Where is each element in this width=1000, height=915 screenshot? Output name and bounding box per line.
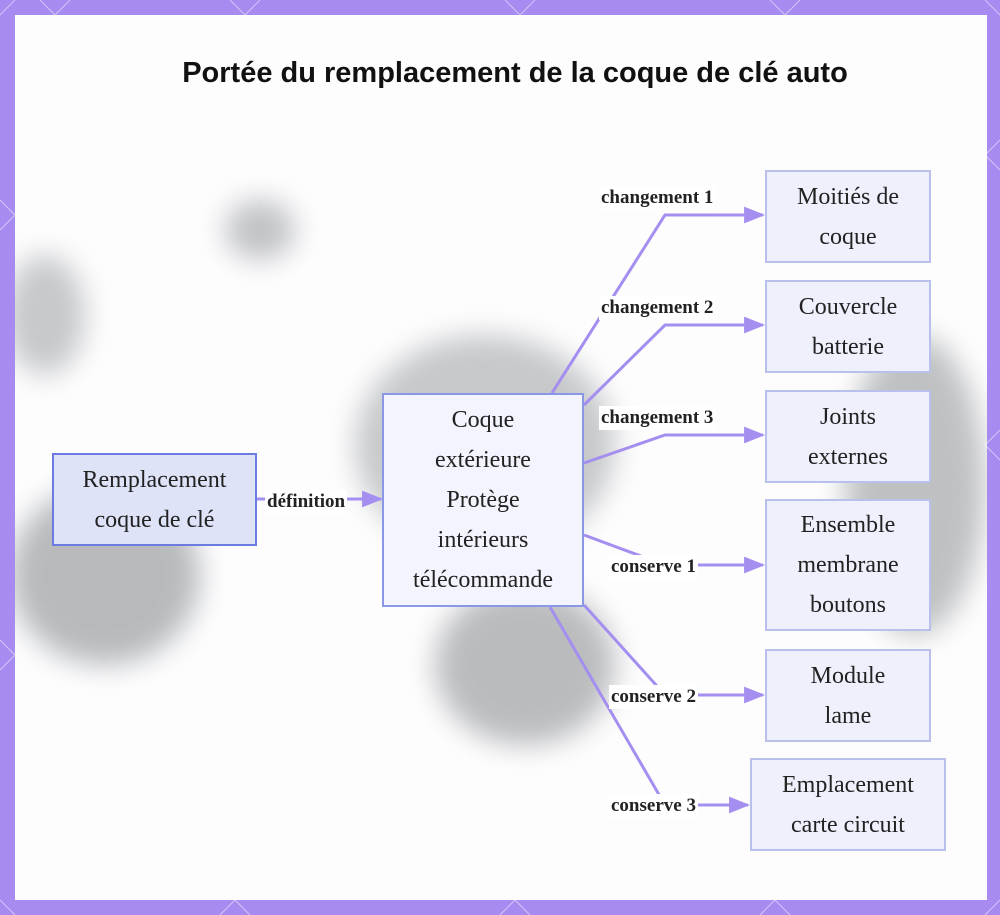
edge-label-keep-2: conserve 2	[609, 685, 698, 709]
node-keep-1-line-1: Ensemble	[800, 512, 896, 538]
node-keep-3-line-2: carte circuit	[791, 811, 905, 838]
diagram-canvas: Portée du remplacement de la coque de cl…	[15, 15, 987, 900]
node-center-line-2: extérieure	[435, 447, 531, 473]
node-keep-1-line-2: membrane	[797, 552, 899, 578]
node-change-1-line-2: coque	[819, 223, 877, 250]
node-change-3: Joints externes	[765, 390, 931, 483]
edge-label-definition: définition	[265, 490, 348, 514]
node-root: Remplacement coque de clé	[52, 453, 257, 546]
node-change-2: Couvercle batterie	[765, 280, 931, 373]
node-keep-1: Ensemble membrane boutons	[765, 499, 931, 631]
node-center-line-3: Protège	[446, 487, 520, 513]
node-center-line-1: Coque	[451, 407, 515, 433]
node-keep-1-line-3: boutons	[809, 592, 886, 618]
node-change-3-line-1: Joints	[819, 403, 876, 430]
edge-change-2	[582, 316, 766, 407]
node-change-2-line-1: Couvercle	[798, 293, 898, 320]
node-change-1-line-1: Moitiés de	[797, 183, 899, 210]
node-keep-3-line-1: Emplacement	[782, 771, 914, 798]
edge-change-3	[583, 426, 766, 465]
node-change-2-line-2: batterie	[812, 333, 884, 360]
node-root-line-2: coque de clé	[94, 506, 215, 533]
edge-change-1	[550, 206, 766, 394]
node-center-line-4: intérieurs	[437, 527, 529, 553]
node-keep-2: Module lame	[765, 649, 931, 742]
node-change-3-line-2: externes	[808, 443, 888, 470]
edge-label-keep-3: conserve 3	[609, 794, 698, 818]
edge-label-change-3: changement 3	[599, 406, 716, 430]
node-center-line-5: télécommande	[413, 567, 553, 593]
edge-label-change-2: changement 2	[599, 296, 716, 320]
edge-label-change-1: changement 1	[599, 186, 716, 210]
node-keep-2-line-1: Module	[810, 662, 886, 689]
node-keep-2-line-2: lame	[824, 702, 872, 729]
edge-keep-2	[582, 603, 766, 704]
diagram-title: Portée du remplacement de la coque de cl…	[182, 57, 848, 89]
node-root-line-1: Remplacement	[82, 466, 227, 493]
node-keep-3: Emplacement carte circuit	[750, 758, 946, 851]
edge-label-keep-1: conserve 1	[609, 555, 698, 579]
node-change-1: Moitiés de coque	[765, 170, 931, 263]
